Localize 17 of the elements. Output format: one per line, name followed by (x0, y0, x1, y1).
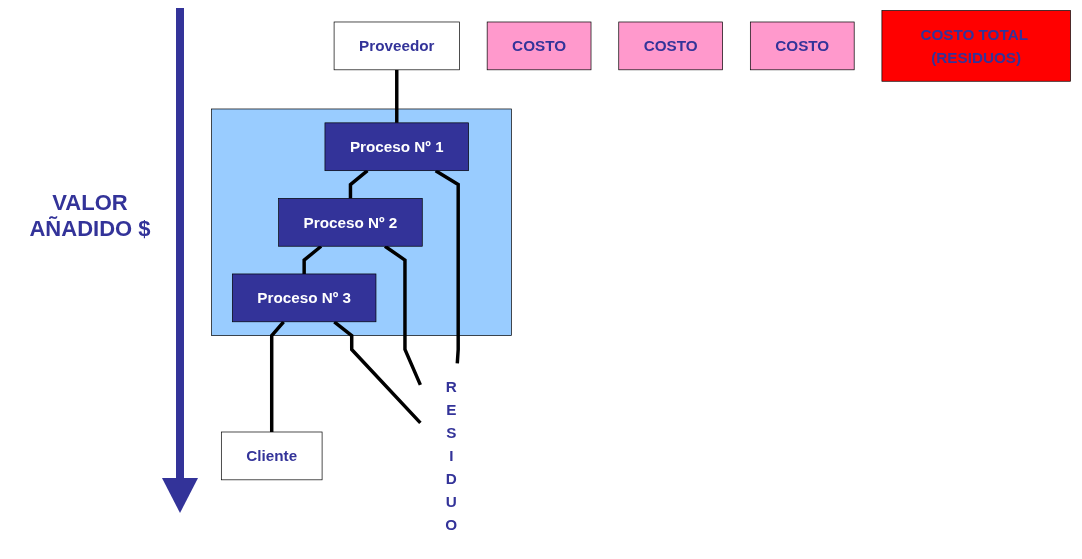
node-box: Proveedor (333, 21, 460, 71)
node-box: COSTO (750, 21, 855, 71)
node-box: Cliente (221, 431, 323, 481)
connector (395, 69, 399, 123)
node-box: Proceso Nº 2 (278, 198, 423, 247)
connector (434, 169, 460, 364)
cluster (211, 108, 512, 336)
node-box: Proceso Nº 1 (324, 122, 469, 171)
axis-label: VALOR AÑADIDO $ (28, 190, 152, 242)
node-box: COSTO (618, 21, 723, 71)
node-text: R E S I D U O (445, 378, 458, 534)
connector (348, 169, 369, 199)
node-box: COSTO TOTAL (RESIDUOS) (881, 10, 1071, 82)
node-box: COSTO (486, 21, 592, 71)
connector (269, 320, 285, 432)
node-box: Proceso Nº 3 (232, 273, 377, 323)
connector (333, 320, 422, 425)
